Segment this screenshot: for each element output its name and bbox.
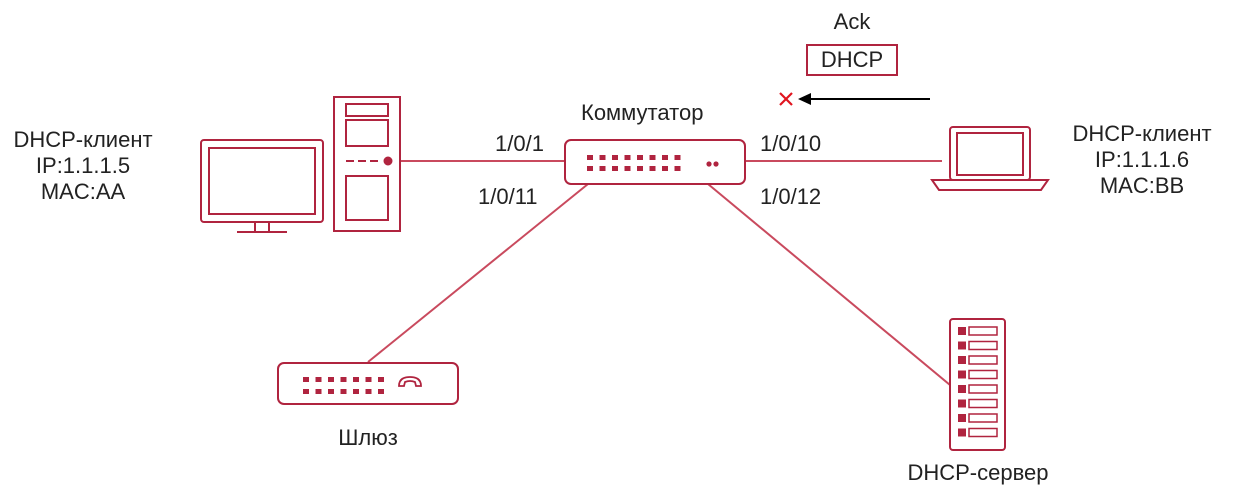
gateway-ports xyxy=(303,377,384,394)
server-led xyxy=(958,341,966,350)
server-label: DHCP-сервер xyxy=(907,460,1049,485)
tower-icon xyxy=(333,96,401,232)
server-slots xyxy=(958,326,998,438)
switch-port xyxy=(599,155,606,160)
gateway-port xyxy=(315,377,322,382)
client-right-line-1: DHCP-клиент xyxy=(1072,121,1212,146)
gateway-port xyxy=(328,377,334,382)
port-label-1-0-11: 1/0/11 xyxy=(478,184,538,209)
links xyxy=(367,160,951,386)
switch-port xyxy=(624,166,631,171)
server-bay xyxy=(968,355,998,365)
switch-port xyxy=(599,166,606,171)
switch-port xyxy=(624,155,631,160)
switch-port xyxy=(612,166,618,171)
switch-port xyxy=(649,166,656,171)
port-label-1-0-10: 1/0/10 xyxy=(760,131,822,156)
dhcp-packet-box: DHCP xyxy=(806,44,898,76)
client-left-ip: IP:1.1.1.5 xyxy=(35,153,131,178)
gateway-label: Шлюз xyxy=(338,425,398,450)
gateway-router-icon xyxy=(277,362,459,405)
gateway-port xyxy=(340,377,347,382)
server-bay xyxy=(968,326,998,336)
gateway-port xyxy=(315,389,322,394)
server-led xyxy=(958,428,966,437)
port-label-1-0-1: 1/0/1 xyxy=(495,131,544,156)
client-left-mac: MAC:AA xyxy=(40,179,126,204)
switch-port xyxy=(587,155,593,160)
server-led xyxy=(958,327,966,335)
server-led xyxy=(958,385,966,393)
gateway-port xyxy=(340,389,347,394)
client-right-ip: IP:1.1.1.6 xyxy=(1094,147,1190,172)
server-led xyxy=(958,414,966,422)
server-rack-icon xyxy=(949,318,1006,451)
gateway-port xyxy=(303,377,309,382)
switch-port xyxy=(649,155,656,160)
gateway-port xyxy=(365,377,372,382)
gateway-port xyxy=(353,377,359,382)
switch-port xyxy=(662,166,668,171)
gateway-port xyxy=(378,377,384,382)
switch-label: Коммутатор xyxy=(581,100,704,125)
switch-ports xyxy=(587,155,681,171)
message-type-label: Ack xyxy=(833,9,871,34)
switch-port xyxy=(637,155,643,160)
link-switch-server xyxy=(707,183,951,386)
arrow-left-icon xyxy=(798,93,930,105)
blocked-x-icon xyxy=(779,92,793,106)
laptop-icon xyxy=(930,126,1050,191)
desktop-pc-icon xyxy=(200,96,401,233)
link-switch-gateway xyxy=(367,183,589,363)
gateway-port xyxy=(303,389,309,394)
client-right-mac: MAC:BB xyxy=(1099,173,1185,198)
server-bay xyxy=(968,413,998,423)
switch-port xyxy=(637,166,643,171)
client-right-label: DHCP-клиент IP:1.1.1.6 MAC:BB xyxy=(1067,121,1217,199)
switch-port xyxy=(674,166,681,171)
port-label-1-0-12: 1/0/12 xyxy=(760,184,822,209)
switch-port xyxy=(587,166,593,171)
gateway-port xyxy=(365,389,372,394)
server-bay xyxy=(968,427,998,438)
server-led xyxy=(958,370,966,379)
client-left-label: DHCP-клиент IP:1.1.1.5 MAC:AA xyxy=(8,127,158,205)
gateway-port xyxy=(328,389,334,394)
server-bay xyxy=(968,340,998,351)
server-bay xyxy=(968,398,998,409)
switch-port xyxy=(662,155,668,160)
monitor-icon xyxy=(200,139,324,233)
switch-port xyxy=(612,155,618,160)
dhcp-ack-message xyxy=(779,92,930,106)
client-left-line-1: DHCP-клиент xyxy=(13,127,153,152)
gateway-port xyxy=(353,389,359,394)
switch-port xyxy=(674,155,681,160)
server-bay xyxy=(968,384,998,394)
server-led xyxy=(958,399,966,408)
gateway-port xyxy=(378,389,384,394)
switch-icon xyxy=(564,139,746,185)
server-bay xyxy=(968,369,998,380)
phone-icon xyxy=(398,376,422,387)
server-led xyxy=(958,356,966,364)
